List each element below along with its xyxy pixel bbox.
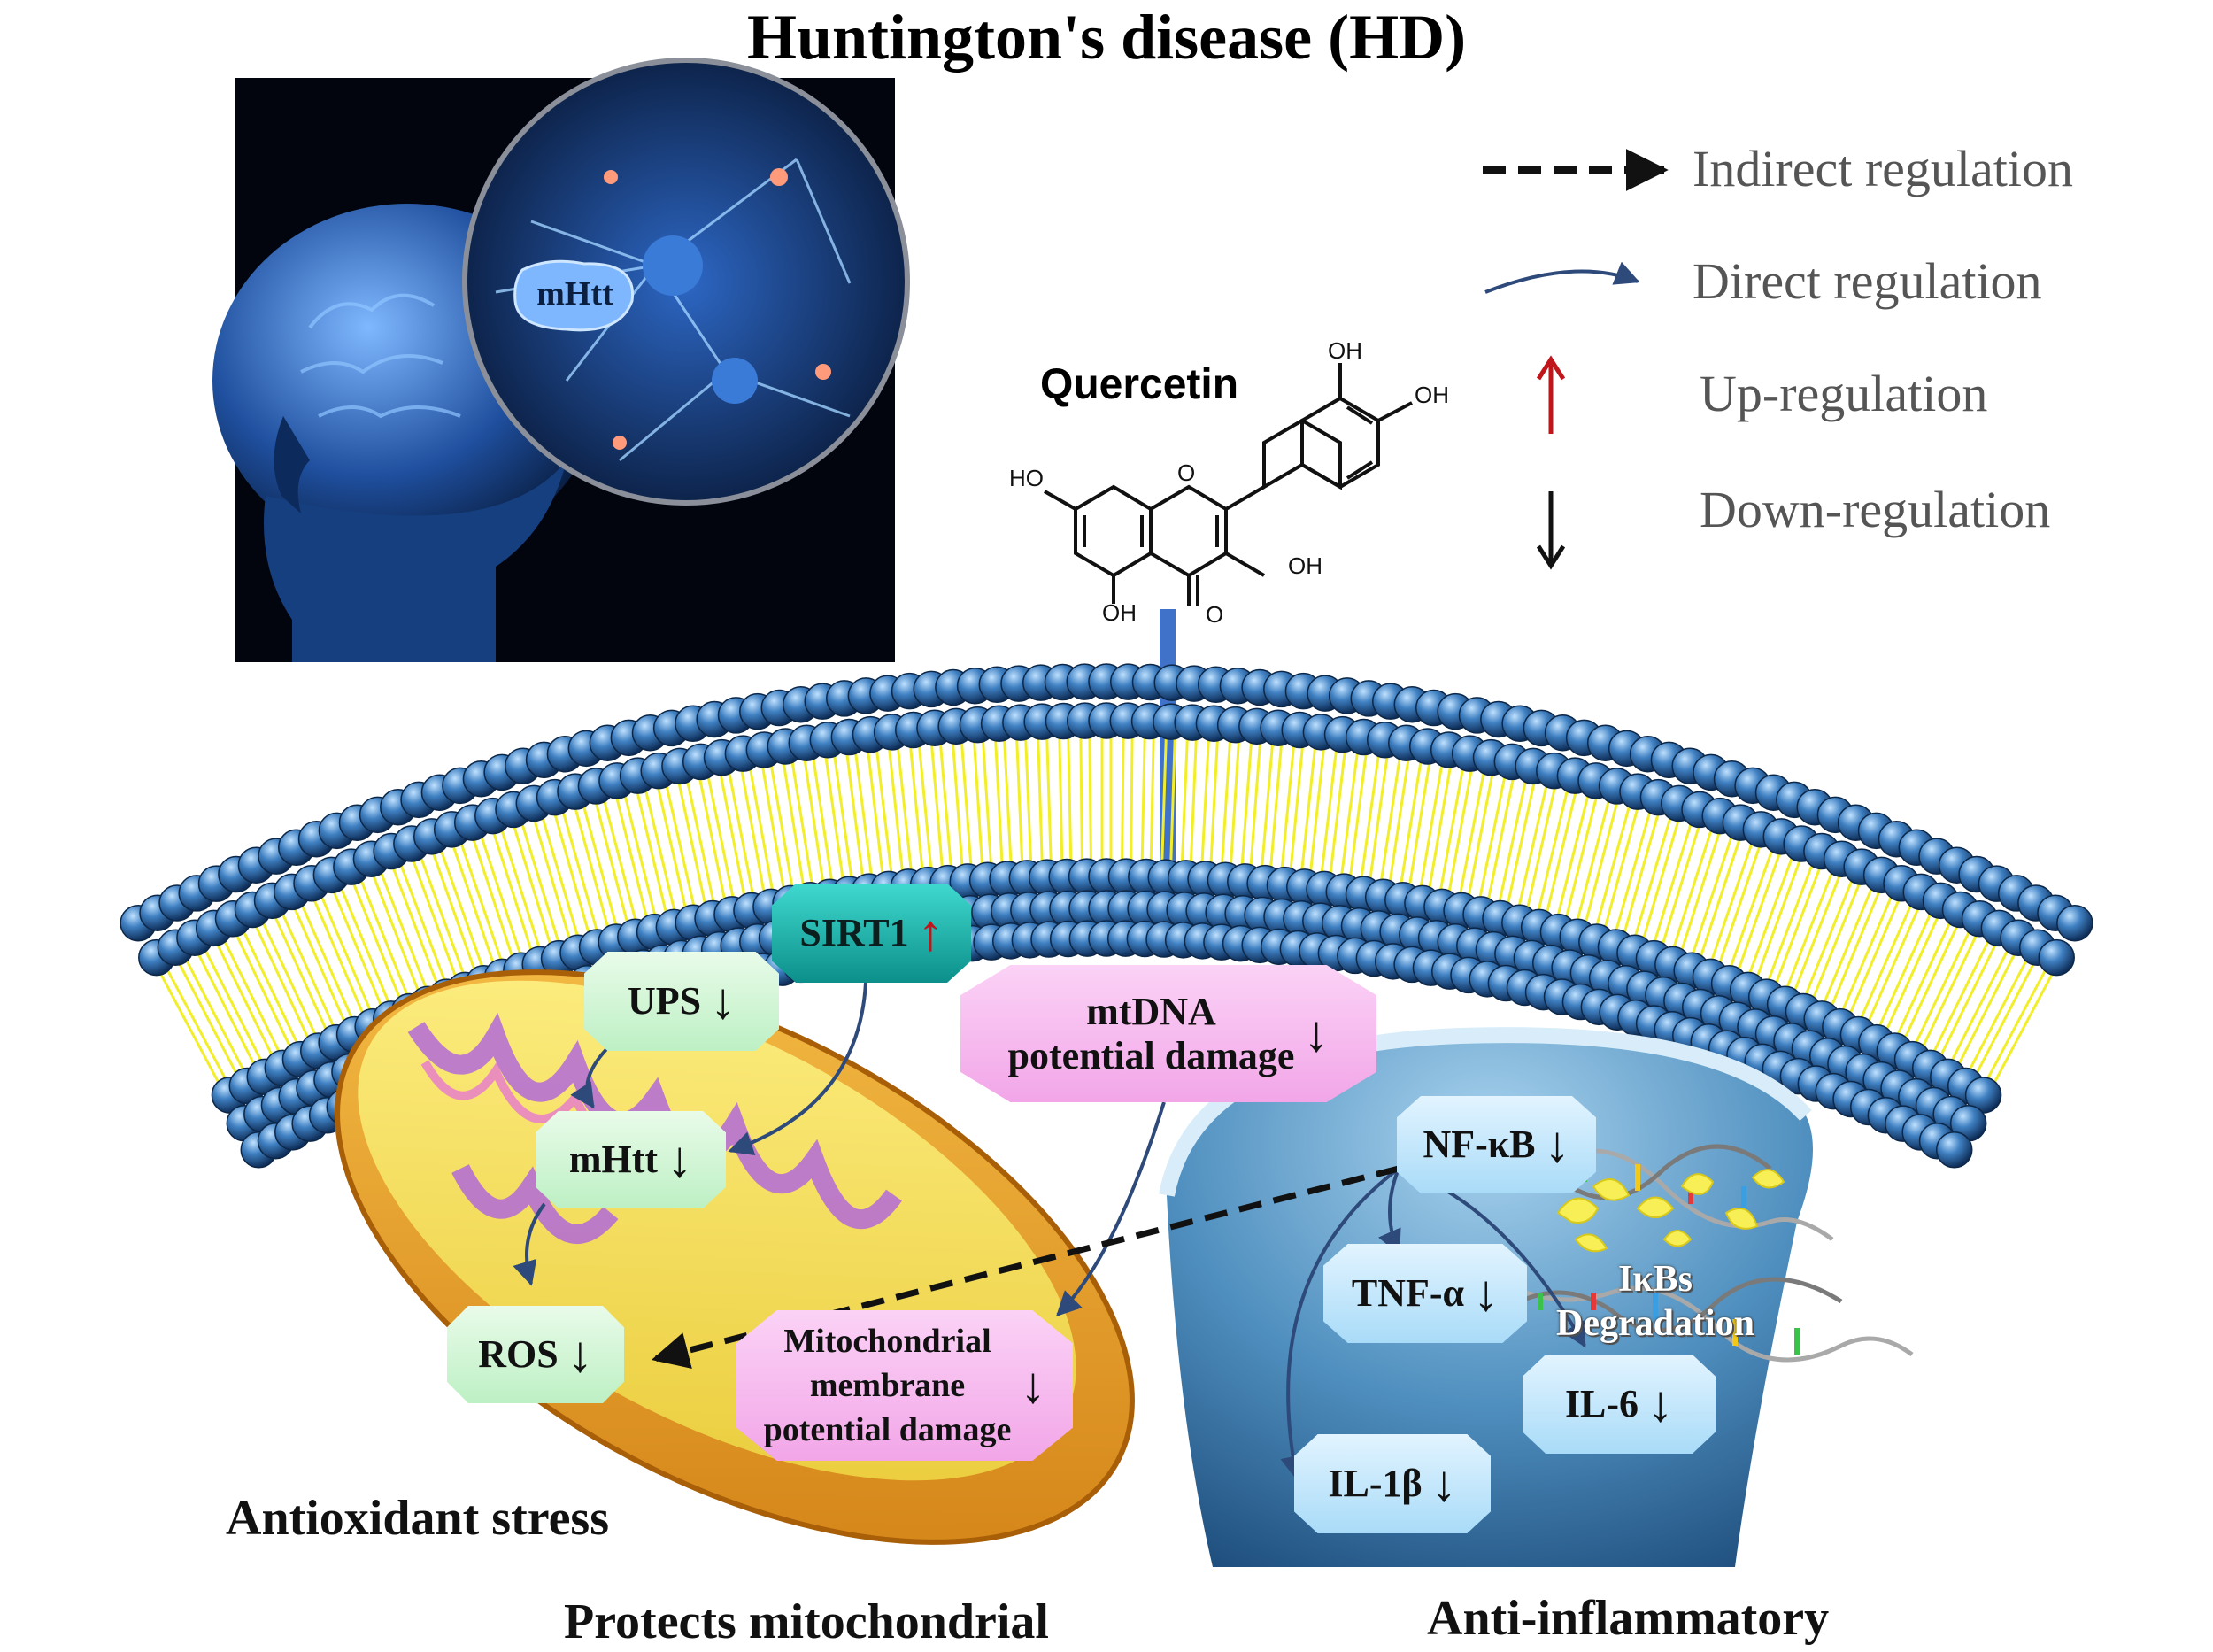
mhtt-bubble-label: mHtt [536,275,613,313]
mito-membrane-line1: Mitochondrial [783,1323,991,1360]
mhtt-label: mHtt [568,1138,659,1181]
legend-indirect-label: Indirect regulation [1693,140,2073,197]
nfkb-node: NF-κB ↓ [1397,1096,1596,1193]
sirt1-up-arrow: ↑ [917,904,944,961]
il1b-node: IL-1β ↓ [1294,1434,1491,1533]
quercetin-structure [1044,363,1413,606]
antioxidant-stress-label: Antioxidant stress [226,1491,610,1546]
tnf-down-arrow: ↓ [1473,1264,1500,1322]
anti-inflammatory-label: Anti-inflammatory [1427,1591,1830,1646]
sirt1-label: SIRT1 [799,911,909,954]
mito-membrane-line2: membrane [809,1367,966,1404]
mhtt-down-arrow: ↓ [667,1131,693,1188]
degradation-label: Degradation [1556,1303,1754,1344]
atom-ring-o: O [1177,459,1196,486]
ikbs-label: IκBs [1617,1259,1693,1300]
mtdna-label-line1: mtDNA [1086,989,1216,1033]
atom-oh-bottom: OH [1102,599,1137,626]
il6-down-arrow: ↓ [1647,1375,1674,1432]
ups-label: UPS [627,979,702,1023]
nfkb-label: NF-κB [1423,1123,1536,1166]
direct-regulation-arrows [513,982,1586,1481]
mito-membrane-node: Mitochondrial membrane potential damage … [736,1310,1073,1461]
brain-illustration [212,58,910,662]
ups-down-arrow: ↓ [710,972,736,1030]
mito-membrane-line3: potential damage [763,1411,1012,1448]
legend-symbols [1483,149,1669,570]
diagram-title: Huntington's disease (HD) [746,2,1467,73]
il1b-label: IL-1β [1328,1462,1423,1505]
arrow-ups-to-mhtt [570,1043,613,1109]
tnf-label: TNF-α [1351,1271,1465,1315]
il1b-down-arrow: ↓ [1430,1455,1457,1512]
arrow-sirt1-to-mhtt [728,982,867,1156]
arrow-nfkb-to-il1b [1280,1167,1400,1481]
ups-node: UPS ↓ [584,952,779,1051]
mito-membrane-down-arrow: ↓ [1020,1356,1046,1414]
il6-node: IL-6 ↓ [1523,1355,1716,1454]
arrow-mtdna-to-membrane [1056,1101,1166,1316]
atom-ho-left: HO [1009,465,1044,491]
legend-down-label: Down-regulation [1700,481,2051,538]
legend-curved-arrow [1484,261,1640,294]
protects-mitochondrial-label: Protects mitochondrial [564,1594,1049,1649]
il6-label: IL-6 [1564,1382,1639,1425]
mtdna-label-line2: potential damage [1007,1033,1295,1077]
ikbs-degradation-label: IκBs Degradation [1523,1257,1788,1346]
ros-label: ROS [478,1332,559,1376]
atom-oh-right: OH [1415,382,1449,408]
atom-carbonyl-o: O [1206,601,1224,628]
legend-direct-label: Direct regulation [1693,252,2042,310]
tnf-node: TNF-α ↓ [1323,1244,1527,1343]
arrow-mhtt-to-ros [513,1202,546,1286]
ros-node: ROS ↓ [447,1306,624,1403]
mtdna-down-arrow: ↓ [1303,1004,1330,1062]
ros-down-arrow: ↓ [567,1325,593,1383]
nfkb-down-arrow: ↓ [1544,1115,1570,1173]
sirt1-node: SIRT1 ↑ [772,884,971,983]
mtdna-node: mtDNA potential damage ↓ [960,965,1376,1102]
legend-up-label: Up-regulation [1700,365,1988,422]
mhtt-node: mHtt ↓ [536,1111,726,1208]
ikbs-fragments [1556,1169,1785,1253]
atom-oh-top: OH [1328,337,1362,364]
quercetin-label: Quercetin [1040,361,1239,408]
atom-oh-mid: OH [1288,552,1322,579]
